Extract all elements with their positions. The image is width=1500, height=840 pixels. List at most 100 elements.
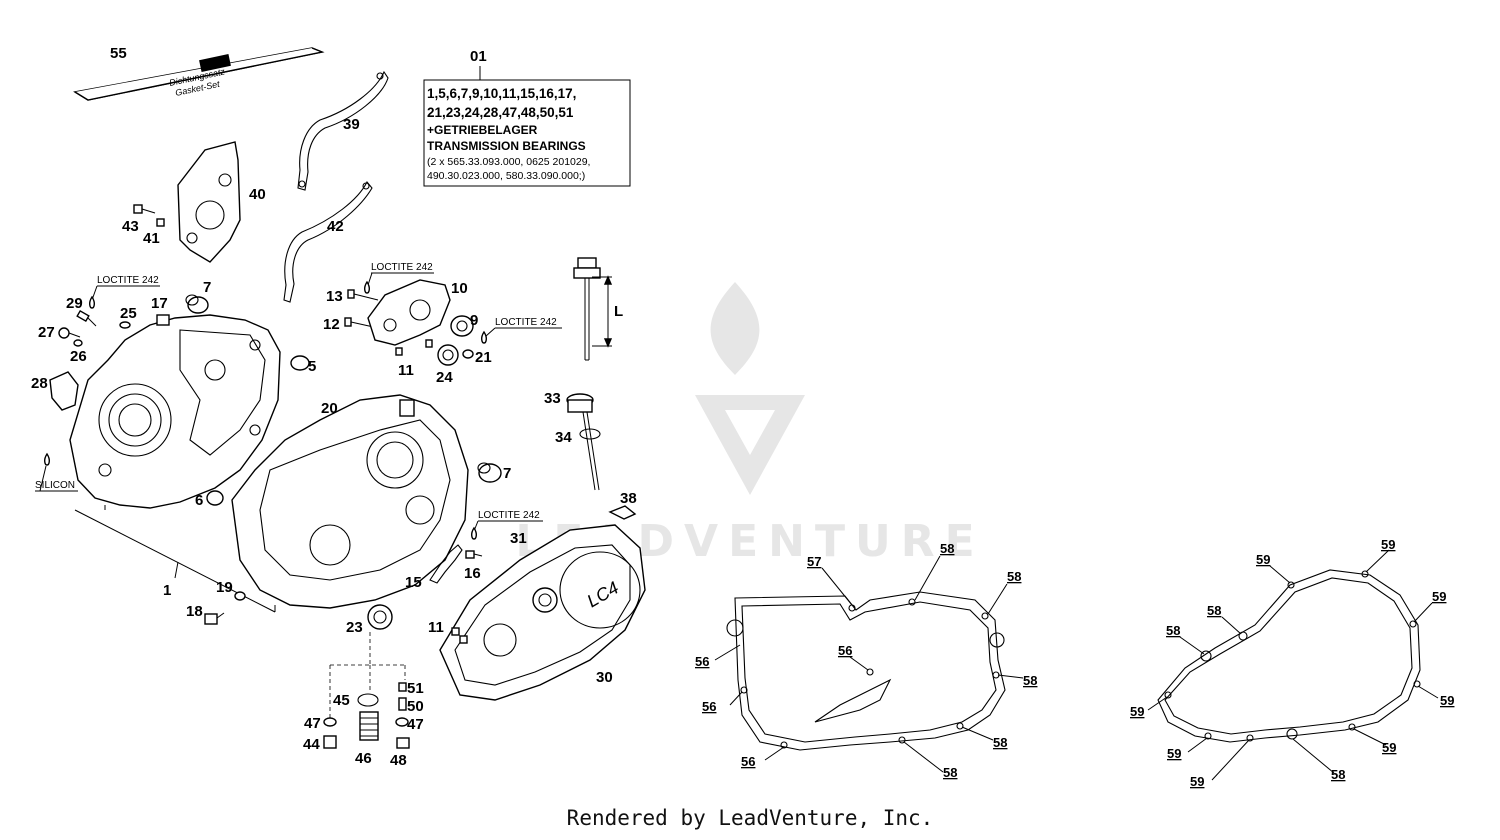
label-11-top: 11 (398, 362, 414, 379)
label-g58a: 58 (940, 541, 954, 556)
label-28: 28 (31, 375, 48, 392)
bushing-7-top (185, 294, 209, 314)
label-h59e: 59 (1440, 693, 1454, 708)
label-h59a: 59 (1256, 552, 1270, 567)
callout-line-2: 21,23,24,28,47,48,50,51 (427, 105, 574, 120)
screw-43 (133, 204, 156, 214)
sprocket-cover-40 (177, 141, 241, 263)
label-38: 38 (620, 490, 637, 507)
label-46: 46 (355, 750, 372, 767)
label-h58c: 58 (1331, 767, 1345, 782)
silicon-note: SILICON (35, 480, 75, 491)
label-18: 18 (186, 603, 203, 620)
seal-24 (437, 344, 459, 366)
label-45: 45 (333, 692, 350, 709)
drain-group-lines (329, 632, 406, 720)
label-21: 21 (475, 349, 492, 366)
bushing-6 (206, 490, 224, 506)
label-30: 30 (596, 669, 613, 686)
bolt-13 (347, 289, 379, 301)
bearing-23 (367, 604, 393, 630)
drop-icon (471, 526, 477, 540)
loctite-note-4: LOCTITE 242 (478, 510, 540, 521)
washer-47-right (395, 717, 409, 727)
label-h58a: 58 (1207, 603, 1221, 618)
label-g56b: 56 (838, 643, 852, 658)
label-g56d: 56 (741, 754, 755, 769)
label-29: 29 (66, 295, 83, 312)
label-24: 24 (436, 369, 453, 386)
label-13: 13 (326, 288, 343, 305)
label-g58e: 58 (943, 765, 957, 780)
label-15: 15 (405, 574, 422, 591)
washer-21 (462, 349, 474, 359)
ring-26 (73, 339, 83, 347)
label-6: 6 (195, 492, 203, 509)
label-g57: 57 (807, 554, 821, 569)
footer-credit: Rendered by LeadVenture, Inc. (566, 806, 934, 830)
callout-subline-1: (2 x 565.33.093.000, 0625 201029, (427, 156, 590, 168)
clutch-cover-30: LC4 (439, 524, 646, 701)
drop-icon (364, 280, 370, 294)
clutch-cover-gasket (1157, 569, 1421, 743)
label-42: 42 (327, 218, 344, 235)
label-17: 17 (151, 295, 168, 312)
bracket-42 (283, 181, 373, 303)
loctite-note-1: LOCTITE 242 (97, 275, 159, 286)
label-31: 31 (510, 530, 527, 547)
dowel-11-top (395, 339, 433, 356)
label-47-right: 47 (407, 716, 424, 733)
label-g56c: 56 (702, 699, 716, 714)
bearing-9 (450, 315, 474, 337)
o-ring-34 (579, 428, 601, 440)
label-1: 1 (163, 582, 171, 599)
label-40: 40 (249, 186, 266, 203)
label-h59h: 59 (1190, 774, 1204, 789)
sleeve-17 (156, 314, 170, 326)
label-g58c: 58 (1023, 673, 1037, 688)
drop-icon (89, 295, 95, 309)
label-27: 27 (38, 324, 55, 341)
label-10: 10 (451, 280, 468, 297)
label-47-left: 47 (304, 715, 321, 732)
screw-29 (76, 309, 97, 327)
label-23: 23 (346, 619, 363, 636)
screw-51 (398, 682, 407, 692)
sleeve-41 (156, 218, 165, 227)
oil-screen-46 (359, 711, 379, 741)
gasket-leaders-1 (714, 555, 1024, 773)
bearing-holder-10 (367, 279, 451, 346)
callout-line-1: 1,5,6,7,9,10,11,15,16,17, (427, 86, 576, 101)
label-g58b: 58 (1007, 569, 1021, 584)
screw-16 (465, 550, 483, 559)
label-h59g: 59 (1382, 740, 1396, 755)
label-19: 19 (216, 579, 233, 596)
label-11-bottom: 11 (428, 619, 444, 636)
gasket-leaders-2 (1147, 549, 1439, 781)
plug-48 (396, 737, 410, 749)
label-7-top: 7 (203, 279, 211, 296)
crankcase-gasket (726, 591, 1006, 751)
washer-47-left (323, 717, 337, 727)
callout-subline-2: 490.30.023.000, 580.33.090.000;) (427, 170, 585, 182)
label-7-right: 7 (503, 465, 511, 482)
label-12: 12 (323, 316, 340, 333)
label-h58b: 58 (1166, 623, 1180, 638)
label-41: 41 (143, 230, 160, 247)
bushing-5 (290, 355, 310, 371)
drop-icon (481, 330, 487, 344)
crankcase-left-half (69, 314, 281, 509)
spring-15 (429, 544, 463, 584)
label-33: 33 (544, 390, 561, 407)
label-h59b: 59 (1381, 537, 1395, 552)
callout-number: 01 (470, 48, 487, 65)
label-51: 51 (407, 680, 424, 697)
label-25: 25 (120, 305, 137, 322)
callout-line-4: TRANSMISSION BEARINGS (427, 139, 586, 153)
filler-cap-33 (566, 393, 600, 491)
label-55: 55 (110, 45, 127, 62)
o-ring-45 (357, 693, 379, 707)
washer-25 (119, 321, 131, 329)
label-39: 39 (343, 116, 360, 133)
label-h59f: 59 (1167, 746, 1181, 761)
